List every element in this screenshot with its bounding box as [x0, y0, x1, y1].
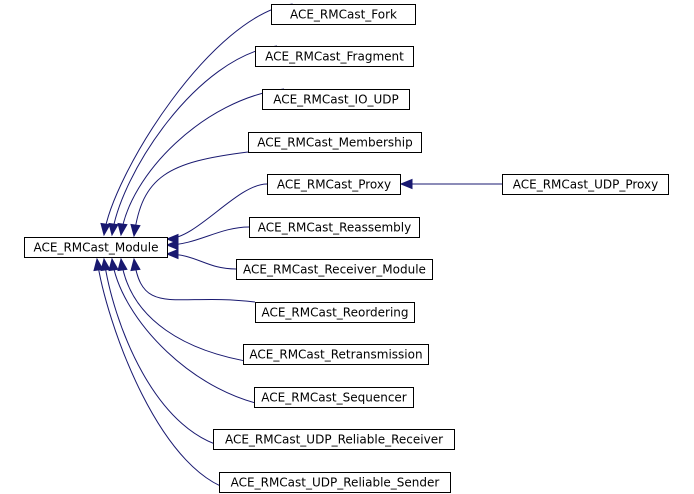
class-node-udp-proxy[interactable]: ACE_RMCast_UDP_Proxy — [502, 174, 669, 195]
edge-fragment-to-module — [111, 45, 278, 236]
class-box[interactable] — [24, 237, 168, 258]
arrow-head-reassembly — [165, 239, 179, 251]
class-node-io-udp[interactable]: ACE_RMCast_IO_UDP — [262, 89, 410, 110]
class-label: ACE_RMCast_Module — [34, 241, 159, 255]
arrow-head-fork — [100, 222, 111, 237]
edge-reordering-to-module — [133, 258, 256, 303]
arrow-head-udp_reliable_receiver — [100, 257, 111, 272]
edge-retransmission-to-module — [120, 258, 266, 365]
class-box[interactable] — [243, 344, 429, 365]
class-node-retransmission[interactable]: ACE_RMCast_Retransmission — [243, 344, 429, 365]
class-label: ACE_RMCast_Fork — [290, 8, 397, 22]
class-box[interactable] — [502, 174, 669, 195]
class-label: ACE_RMCast_UDP_Proxy — [513, 178, 658, 192]
class-node-fragment[interactable]: ACE_RMCast_Fragment — [255, 46, 414, 67]
class-box[interactable] — [255, 302, 415, 323]
class-label: ACE_RMCast_Sequencer — [261, 391, 407, 405]
class-box[interactable] — [248, 132, 422, 153]
class-label: ACE_RMCast_Proxy — [277, 178, 391, 192]
class-box[interactable] — [219, 472, 451, 493]
class-box[interactable] — [255, 46, 414, 67]
class-nodes: ACE_RMCast_Module ACE_RMCast_ForkACE_RMCa… — [24, 4, 669, 493]
class-box[interactable] — [271, 4, 416, 25]
arrow-head-fragment — [108, 222, 119, 237]
class-label: ACE_RMCast_Reassembly — [258, 221, 412, 235]
arrow-head-io_udp — [117, 222, 128, 237]
class-box[interactable] — [236, 259, 433, 280]
class-label: ACE_RMCast_UDP_Reliable_Sender — [231, 476, 440, 490]
class-box[interactable] — [267, 174, 401, 195]
edge-io_udp-to-module — [120, 88, 285, 236]
class-node-sequencer[interactable]: ACE_RMCast_Sequencer — [254, 387, 414, 408]
class-node-reassembly[interactable]: ACE_RMCast_Reassembly — [249, 217, 420, 238]
class-box[interactable] — [249, 217, 420, 238]
class-node-module[interactable]: ACE_RMCast_Module — [24, 237, 168, 258]
class-node-udp-reliable-sender[interactable]: ACE_RMCast_UDP_Reliable_Sender — [219, 472, 451, 493]
arrow-head-retransmission — [117, 257, 128, 272]
edge-udp_reliable_receiver-to-module — [103, 258, 236, 450]
class-label: ACE_RMCast_Reordering — [261, 306, 408, 320]
edge-udp_reliable_sender-to-module — [96, 258, 242, 493]
class-label: ACE_RMCast_UDP_Reliable_Receiver — [225, 433, 443, 447]
class-node-fork[interactable]: ACE_RMCast_Fork — [271, 4, 416, 25]
inheritance-edges — [93, 3, 502, 493]
class-label: ACE_RMCast_Membership — [257, 136, 413, 150]
arrow-head-receiver_module — [165, 248, 179, 260]
arrow-head-udp_reliable_sender — [93, 257, 104, 272]
class-node-membership[interactable]: ACE_RMCast_Membership — [248, 132, 422, 153]
class-node-reordering[interactable]: ACE_RMCast_Reordering — [255, 302, 415, 323]
arrow-head-sequencer — [108, 257, 119, 272]
class-node-receiver-module[interactable]: ACE_RMCast_Receiver_Module — [236, 259, 433, 280]
class-box[interactable] — [213, 429, 455, 450]
class-label: ACE_RMCast_Receiver_Module — [243, 263, 426, 277]
edge-membership-to-module — [133, 151, 249, 237]
edge-sequencer-to-module — [111, 258, 277, 408]
edge-fork-to-module — [103, 3, 293, 236]
class-label: ACE_RMCast_IO_UDP — [273, 93, 399, 107]
class-box[interactable] — [262, 89, 410, 110]
class-box[interactable] — [254, 387, 414, 408]
class-label: ACE_RMCast_Fragment — [265, 50, 404, 64]
arrow-head-reordering — [130, 257, 141, 272]
class-node-proxy[interactable]: ACE_RMCast_Proxy — [267, 174, 401, 195]
class-node-udp-reliable-receiver[interactable]: ACE_RMCast_UDP_Reliable_Receiver — [213, 429, 455, 450]
arrow-head-udp_proxy — [399, 178, 413, 190]
arrow-head-membership — [130, 223, 141, 238]
class-label: ACE_RMCast_Retransmission — [249, 348, 422, 362]
